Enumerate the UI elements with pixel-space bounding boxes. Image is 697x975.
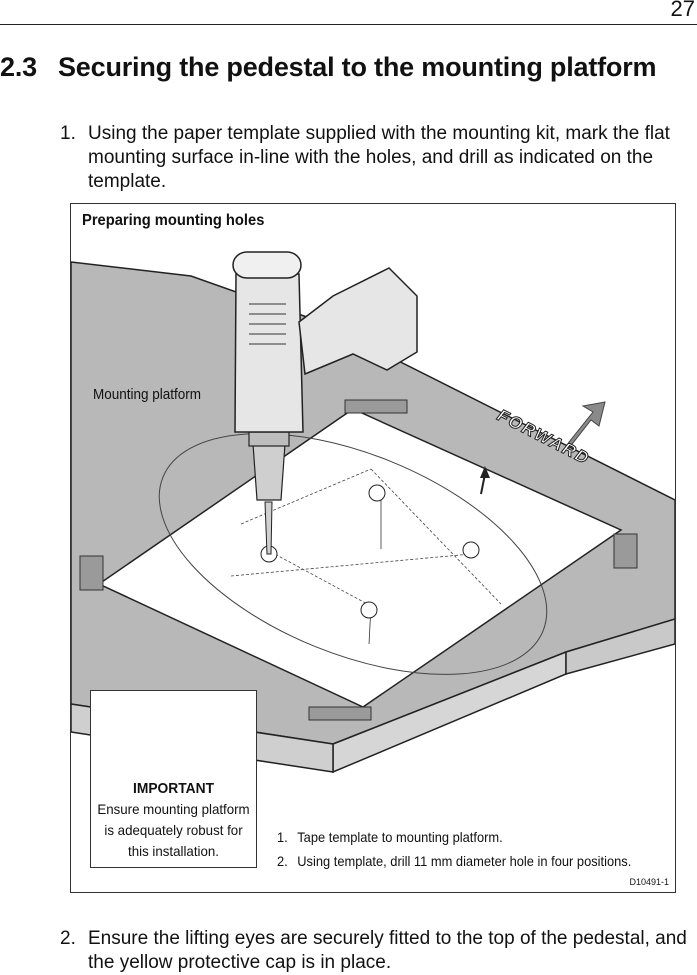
step-text: Ensure the lifting eyes are securely fit… xyxy=(88,928,687,973)
template-line xyxy=(230,553,472,577)
section-number: 2.3 xyxy=(0,52,37,82)
template-outline xyxy=(158,433,548,675)
important-heading: IMPORTANT xyxy=(132,780,214,797)
figure-instruction-2: 2. Using template, drill 11 mm diameter h… xyxy=(277,853,631,869)
drill-body xyxy=(234,273,304,433)
instruction-number: 2. xyxy=(277,853,288,869)
template-line xyxy=(270,551,372,607)
drill-illustration: FORWARD xyxy=(71,251,675,774)
platform-edge-right xyxy=(565,618,675,675)
figure-title: Preparing mounting holes xyxy=(82,212,265,229)
template-line xyxy=(370,468,502,605)
platform-label: Mounting platform xyxy=(93,386,202,403)
step-text: Using the paper template supplied with t… xyxy=(88,123,670,192)
template-arrow-head xyxy=(480,466,490,478)
hole-mark xyxy=(360,601,378,619)
figure-instruction-1: 1. Tape template to mounting platform. xyxy=(277,829,503,845)
figure-panel: FORWARD Preparing mounting holes Mountin… xyxy=(70,203,676,893)
page-number: 27 xyxy=(670,0,695,21)
forward-arrow xyxy=(568,401,606,450)
step-1: 1. Using the paper template supplied wit… xyxy=(60,122,688,194)
hole-mark xyxy=(462,541,480,559)
drill-bit xyxy=(264,501,273,555)
tape-piece xyxy=(344,399,408,414)
tape-piece xyxy=(79,555,104,591)
top-rule xyxy=(0,24,697,25)
hole-mark xyxy=(368,484,386,502)
important-text: Ensure mounting platform is adequately r… xyxy=(97,801,250,859)
drill-handle xyxy=(298,267,418,376)
tape-piece xyxy=(308,706,372,721)
template-line xyxy=(240,468,372,525)
section-title: Securing the pedestal to the mounting pl… xyxy=(58,52,657,82)
drill-chuck xyxy=(252,443,286,501)
drill-cap xyxy=(232,251,302,279)
drill-collar xyxy=(248,431,290,447)
section-heading: 2.3 Securing the pedestal to the mounting… xyxy=(0,52,657,83)
step-number: 1. xyxy=(60,123,76,144)
tape-piece xyxy=(613,533,638,569)
instruction-number: 1. xyxy=(277,829,288,845)
important-notice: IMPORTANT Ensure mounting platform is ad… xyxy=(90,690,257,868)
instruction-text: Using template, drill 11 mm diameter hol… xyxy=(297,853,632,869)
step-number: 2. xyxy=(60,928,76,949)
step-2: 2. Ensure the lifting eyes are securely … xyxy=(60,927,688,975)
instruction-text: Tape template to mounting platform. xyxy=(297,829,503,845)
figure-code: D10491-1 xyxy=(629,877,669,887)
